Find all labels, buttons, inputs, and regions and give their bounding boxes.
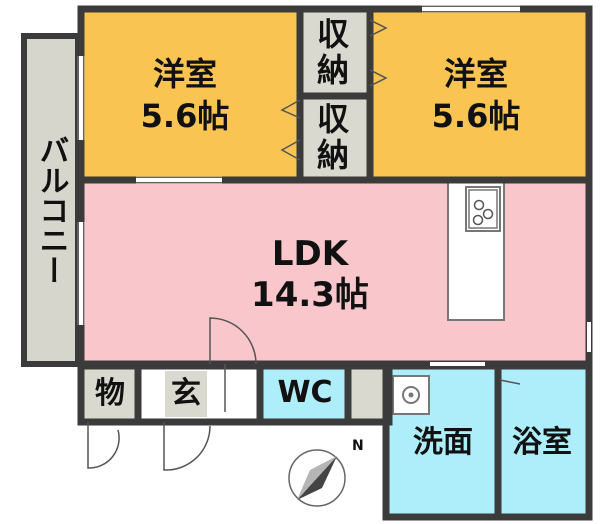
western-room-left-size: 5.6帖: [141, 97, 230, 135]
bathroom-area: [499, 367, 586, 514]
balcony-area: [21, 33, 81, 367]
window-frames: [77, 5, 520, 325]
burner-icon: [472, 214, 484, 226]
sink-basin-icon: [402, 386, 420, 404]
stove-top: [468, 189, 498, 229]
western-room-left: [84, 12, 300, 180]
storage-bottom-line2: 納: [317, 136, 349, 174]
entrance-label: 玄: [171, 376, 201, 411]
main-walls: [77, 5, 593, 521]
entrance-step: [165, 371, 207, 417]
ldk-name: LDK: [272, 234, 350, 274]
burner-icon: [473, 199, 485, 211]
washroom-label: 洗面: [413, 425, 473, 460]
compass: N: [288, 438, 364, 507]
western-room-right: [370, 12, 586, 180]
utility-block: [350, 367, 386, 419]
compass-north-label: N: [352, 438, 364, 454]
toilet-area: [262, 367, 348, 419]
closet-label: 物: [95, 376, 125, 411]
western-room-right-size: 5.6帖: [432, 97, 521, 135]
door-swings: [87, 19, 521, 471]
western-room-left-name: 洋室: [153, 55, 217, 93]
balcony-label: バルコニー: [34, 135, 69, 285]
western-room-right-name: 洋室: [444, 55, 508, 93]
storage-top: [300, 12, 370, 96]
storage-bottom-line1: 収: [317, 100, 349, 138]
burner-icon: [482, 208, 494, 220]
bathroom-label: 浴室: [512, 425, 572, 460]
window-openings: [79, 7, 591, 366]
ldk-size: 14.3帖: [251, 275, 369, 315]
storage-top-line2: 納: [317, 51, 349, 89]
sink-drain-icon: [408, 392, 414, 398]
toilet-label: WC: [277, 375, 332, 410]
storage-bottom: [300, 96, 370, 180]
closet-area: [84, 367, 136, 419]
storage-top-line1: 収: [317, 15, 349, 53]
